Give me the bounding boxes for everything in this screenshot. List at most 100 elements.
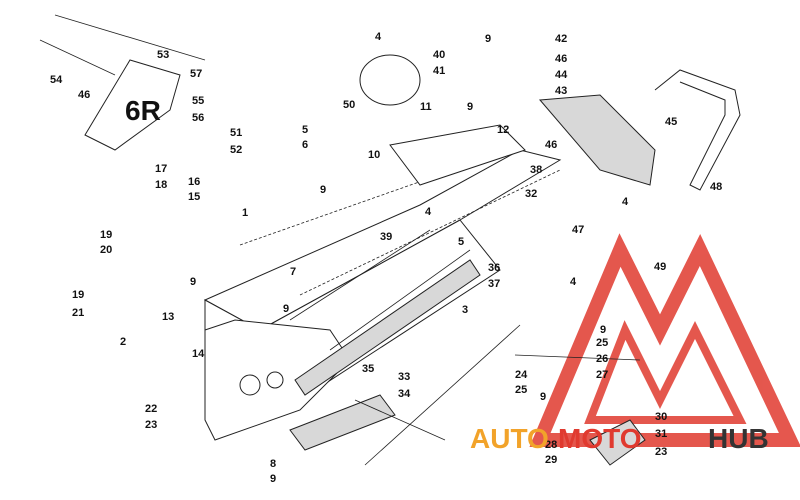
callout-57: 57 <box>190 68 202 80</box>
frame-box-step <box>514 354 641 361</box>
callout-1: 1 <box>242 207 248 219</box>
callout-9e: 9 <box>283 303 289 315</box>
callout-53: 53 <box>157 49 169 61</box>
callout-38: 38 <box>530 164 542 176</box>
callout-8: 8 <box>270 458 276 470</box>
callout-7: 7 <box>290 266 296 278</box>
watermark-word-auto: AUTO <box>470 423 549 454</box>
callout-46b: 46 <box>555 53 567 65</box>
side-panel-group: 6R <box>39 39 181 151</box>
callout-25a: 25 <box>596 337 608 349</box>
callout-19b: 19 <box>72 289 84 301</box>
side-panel <box>84 59 181 151</box>
callout-5a: 5 <box>302 124 308 136</box>
callout-52: 52 <box>230 144 242 156</box>
callout-2: 2 <box>120 336 126 348</box>
callout-43: 43 <box>555 85 567 97</box>
callout-37: 37 <box>488 278 500 290</box>
callout-50: 50 <box>343 99 355 111</box>
watermark-triangle-outer <box>529 233 800 447</box>
heat-exchanger-plate <box>389 124 526 186</box>
watermark-wordmark: AUTO MOTO HUB <box>470 423 769 454</box>
frame-hole-1 <box>239 374 261 396</box>
callout-48: 48 <box>710 181 722 193</box>
callout-49: 49 <box>654 261 666 273</box>
watermark-triangle-inner <box>584 320 747 424</box>
frame-box-bottom <box>354 399 446 441</box>
callout-56: 56 <box>192 112 204 124</box>
callout-14: 14 <box>192 348 205 360</box>
callout-10: 10 <box>368 149 380 161</box>
brace-1 <box>289 229 431 321</box>
callout-9b: 9 <box>467 101 473 113</box>
callout-33: 33 <box>398 371 410 383</box>
callout-39: 39 <box>380 231 392 243</box>
callout-12: 12 <box>497 124 509 136</box>
callout-46a: 46 <box>78 89 90 101</box>
callout-23b: 23 <box>655 446 667 458</box>
callout-15: 15 <box>188 191 200 203</box>
running-board <box>289 394 396 451</box>
callout-13: 13 <box>162 311 174 323</box>
callout-21: 21 <box>72 307 84 319</box>
callout-30: 30 <box>655 411 667 423</box>
callout-28: 28 <box>545 439 557 451</box>
callout-54: 54 <box>50 74 63 86</box>
callout-19a: 19 <box>100 229 112 241</box>
frame-hole-2 <box>266 371 284 389</box>
callout-4d: 4 <box>622 196 629 208</box>
callout-24: 24 <box>515 369 528 381</box>
callout-labels: 1 2 3 4 4 4 4 5 5 6 7 8 9 9 9 9 9 9 9 9 … <box>50 31 722 485</box>
callout-4a: 4 <box>375 31 382 43</box>
side-panel-rod <box>39 39 116 76</box>
callout-18: 18 <box>155 179 167 191</box>
slide-rail <box>364 324 521 466</box>
callout-26: 26 <box>596 353 608 365</box>
callout-11: 11 <box>420 101 432 113</box>
callout-46c: 46 <box>545 139 557 151</box>
callout-9f: 9 <box>600 324 606 336</box>
mount-line-2 <box>299 169 561 296</box>
callout-45: 45 <box>665 116 677 128</box>
callout-16: 16 <box>188 176 200 188</box>
rear-bumper <box>654 69 741 191</box>
callout-9a: 9 <box>485 33 491 45</box>
callout-32: 32 <box>525 188 537 200</box>
watermark-word-hub: HUB <box>708 423 769 454</box>
callout-40: 40 <box>433 49 445 61</box>
callout-4c: 4 <box>570 276 577 288</box>
callout-35: 35 <box>362 363 374 375</box>
callout-55: 55 <box>192 95 204 107</box>
tunnel-rail <box>294 259 481 396</box>
step-plate <box>589 419 646 466</box>
tunnel-chassis <box>203 124 562 466</box>
callout-9g: 9 <box>540 391 546 403</box>
watermark-logo <box>529 233 800 447</box>
seat-pad <box>359 54 421 106</box>
callout-51: 51 <box>230 127 242 139</box>
mount-line-1 <box>239 149 511 246</box>
callout-41: 41 <box>433 65 445 77</box>
callout-9h: 9 <box>270 473 276 485</box>
side-panel-graphic: 6R <box>125 95 161 126</box>
brace-2 <box>329 249 471 351</box>
rear-bumper-group <box>538 69 741 191</box>
callout-22: 22 <box>145 403 157 415</box>
callout-9c: 9 <box>320 184 326 196</box>
callout-3: 3 <box>462 304 468 316</box>
callout-44: 44 <box>555 69 568 81</box>
snow-flap <box>538 94 656 186</box>
callout-31: 31 <box>655 428 667 440</box>
callout-25b: 25 <box>515 384 527 396</box>
callout-36: 36 <box>488 262 500 274</box>
callout-23a: 23 <box>145 419 157 431</box>
callout-27: 27 <box>596 369 608 381</box>
callout-9d: 9 <box>190 276 196 288</box>
callout-5b: 5 <box>458 236 464 248</box>
callout-20: 20 <box>100 244 112 256</box>
callout-17: 17 <box>155 163 167 175</box>
callout-6: 6 <box>302 139 308 151</box>
callout-29: 29 <box>545 454 557 466</box>
